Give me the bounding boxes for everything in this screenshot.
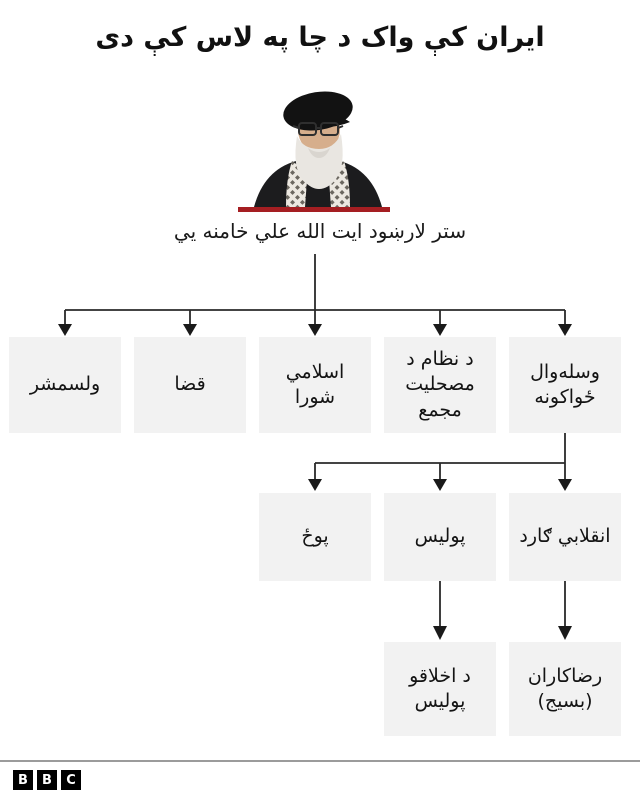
org-box-judiciary: قضا xyxy=(134,337,246,433)
page-title: ایران کې واک د چا په لاس کې دی xyxy=(95,22,545,53)
org-box-morality-police: د اخلاقو پولیس xyxy=(384,642,496,736)
org-box-expediency-council: د نظام د مصحلیت مجمع xyxy=(384,337,496,433)
org-box-revolutionary-guard: انقلابي ګارد xyxy=(509,493,621,581)
org-box-police: پولیس xyxy=(384,493,496,581)
turban xyxy=(283,91,353,131)
bbc-logo-letter: B xyxy=(37,770,57,790)
leader-caption: ستر لارښود ايت الله علي خامنه يي xyxy=(173,219,467,243)
org-box-basij-volunteers: رضاکاران (بسیج) xyxy=(509,642,621,736)
footer-divider xyxy=(0,760,640,762)
bbc-logo-letter: B xyxy=(13,770,33,790)
beard xyxy=(295,134,343,189)
portrait-base-bar xyxy=(238,207,390,212)
org-box-army: پوځ xyxy=(259,493,371,581)
portrait-illustration xyxy=(254,91,382,207)
glasses xyxy=(292,122,344,136)
org-box-armed-forces: وسله‌وال ځواکونه xyxy=(509,337,621,433)
khamenei-portrait xyxy=(248,86,388,207)
bbc-logo: B B C xyxy=(13,770,81,790)
bbc-logo-letter: C xyxy=(61,770,81,790)
org-box-president: ولسمشر xyxy=(9,337,121,433)
org-box-islamic-council: اسلامي شورا xyxy=(259,337,371,433)
mustache xyxy=(308,148,330,158)
